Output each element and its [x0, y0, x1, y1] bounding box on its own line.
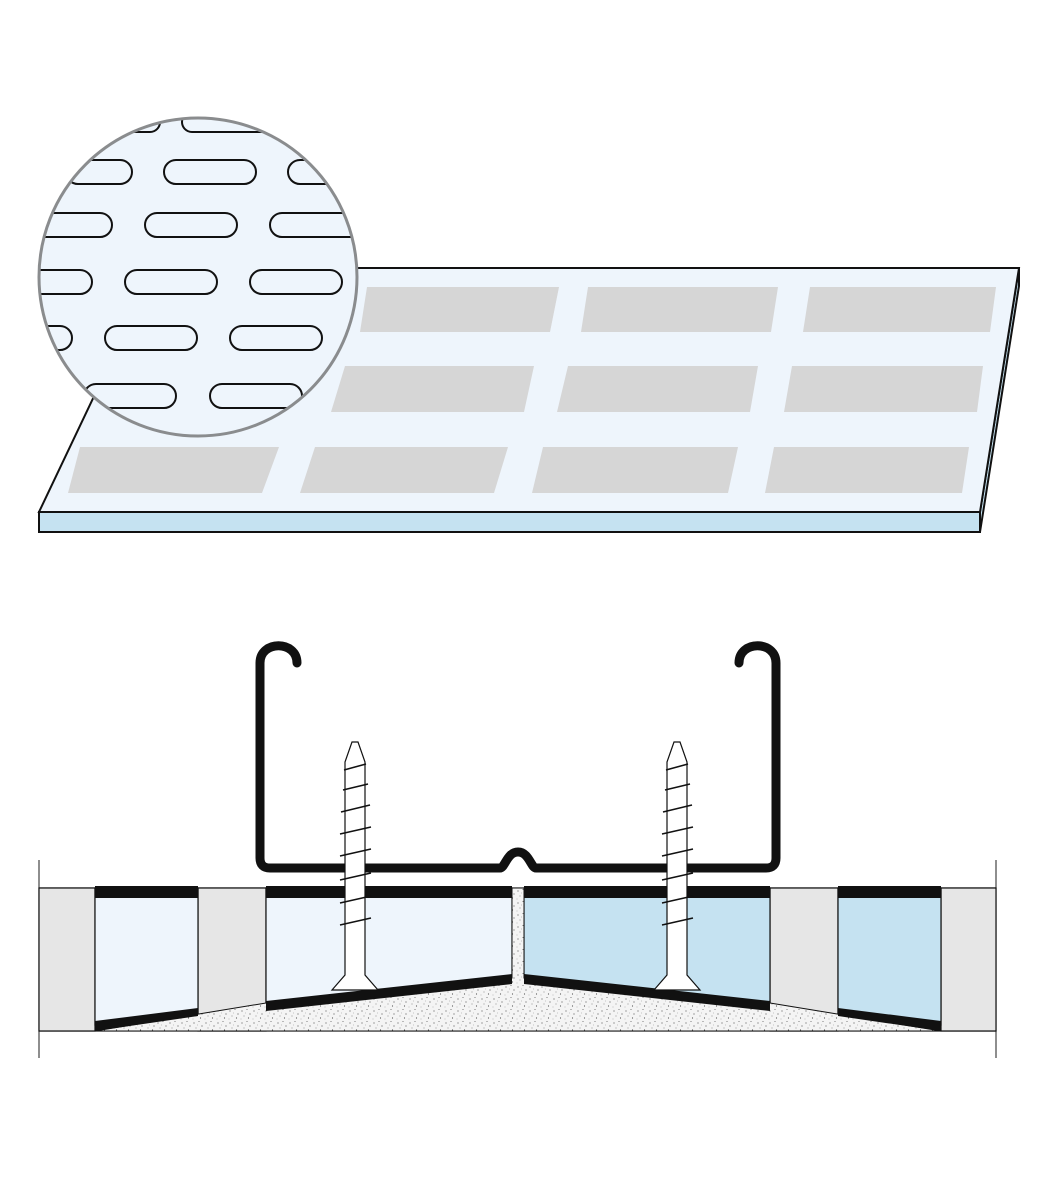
panel-tile — [557, 366, 758, 412]
panel-tile — [331, 366, 534, 412]
cavity-light — [94, 887, 199, 1026]
facing-bottom — [838, 1008, 941, 1031]
facing-bottom — [266, 974, 512, 1011]
board-facings — [95, 886, 941, 1031]
perforation-slot — [124, 269, 218, 295]
panel-tile — [68, 447, 279, 493]
screw-right — [652, 741, 702, 991]
facing-bottom — [95, 1008, 198, 1031]
magnifier-fill — [39, 118, 357, 436]
stud — [940, 887, 997, 1032]
facing-top — [524, 886, 770, 898]
screw-left — [330, 741, 380, 991]
perforation-slot — [229, 325, 323, 351]
perforation-slot — [39, 325, 73, 351]
perforation-slot — [39, 212, 113, 238]
perforation-slot — [104, 325, 198, 351]
board-edge-front — [38, 511, 981, 533]
magnifier-ring — [37, 116, 359, 438]
perforated-board — [37, 116, 1021, 533]
perforation-slot — [144, 212, 238, 238]
perforation-slot — [39, 269, 93, 295]
panel-tile — [300, 447, 508, 493]
facing-bottom — [524, 974, 770, 1011]
perforation-slot — [249, 269, 343, 295]
facing-top — [266, 886, 512, 898]
cross-section — [38, 641, 997, 1058]
perforation-slot — [269, 212, 357, 238]
panel-tile — [360, 287, 559, 332]
panel-tile — [784, 366, 983, 412]
panel-tile — [532, 447, 738, 493]
panel-tile — [581, 287, 778, 332]
stud — [38, 887, 96, 1032]
facing-top — [95, 886, 198, 898]
perforation-slot — [163, 159, 257, 185]
panel-tile — [765, 447, 969, 493]
c-profile — [255, 641, 781, 873]
cavity-blue — [837, 887, 942, 1026]
screw-thread — [339, 763, 372, 926]
screw-thread — [661, 763, 694, 926]
facing-top — [838, 886, 941, 898]
panel-tile — [803, 287, 996, 332]
board-panel-tiles — [68, 287, 996, 493]
cavities — [94, 887, 942, 1026]
